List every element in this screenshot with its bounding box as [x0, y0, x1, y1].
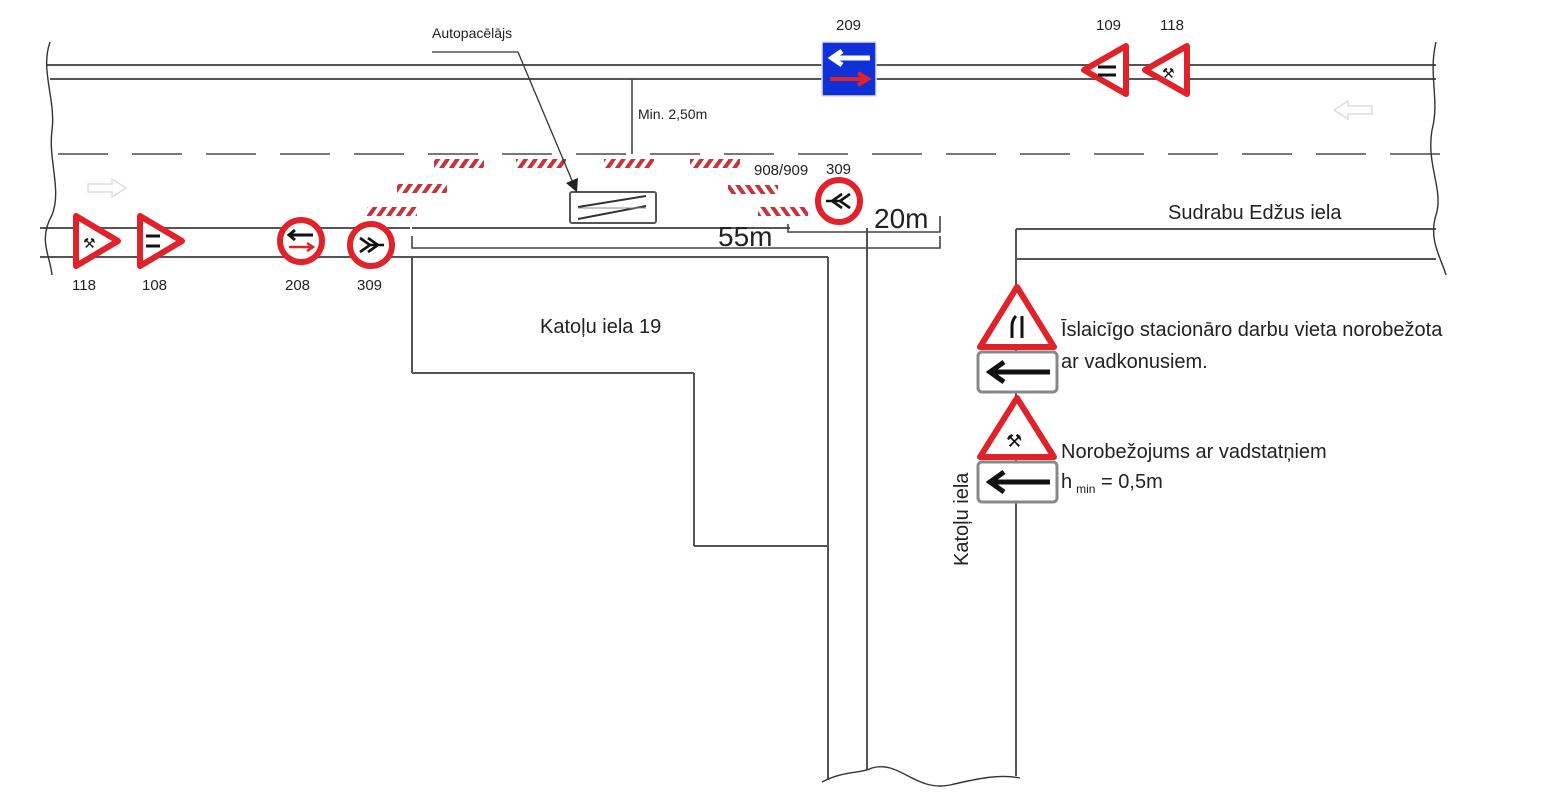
- barrier: [690, 159, 740, 168]
- arrow-left-white: [827, 48, 870, 68]
- barrier-code-label: 908/909: [754, 162, 808, 179]
- arrow-left-icon: [985, 359, 1050, 385]
- sign-code: 109: [1096, 17, 1121, 34]
- narrows-glyph: [1010, 314, 1024, 338]
- direction-arrow-right-icon: [87, 177, 128, 199]
- road-works-glyph: ⚒: [1006, 431, 1022, 452]
- pedestrian-glyph: [826, 192, 851, 210]
- sign-code: 118: [1160, 17, 1184, 34]
- sign-309-left: 309: [347, 221, 395, 294]
- narrows-glyph: [1098, 65, 1116, 77]
- sign-109-right: 109: [1081, 17, 1129, 97]
- crane-leader-line: [432, 51, 578, 193]
- sign-108-left: 108: [137, 213, 185, 294]
- direction-arrow-left-icon: [1332, 99, 1373, 121]
- min-subscript: min: [1076, 482, 1095, 496]
- road-works-icon: [977, 395, 1057, 460]
- narrows-glyph: [146, 234, 160, 248]
- break-line-bottom: [821, 766, 1021, 787]
- street-label-side: Katoļu iela: [951, 472, 973, 566]
- arrow-right-red: [830, 71, 872, 87]
- side-road: [411, 228, 1021, 787]
- crane-arm-icon: [577, 195, 647, 208]
- sign-code: 208: [285, 277, 310, 294]
- road-narrows-icon: [137, 213, 185, 269]
- sign-code: 118: [72, 277, 96, 294]
- barrier: [604, 159, 654, 168]
- priority-oncoming-icon: [277, 217, 325, 265]
- height-value: = 0,5m: [1095, 471, 1162, 493]
- road-narrows-icon: [1081, 43, 1129, 97]
- legend: Īslaicīgo stacionāro darbu vieta norobež…: [976, 284, 1443, 504]
- sign-code: 108: [142, 277, 167, 294]
- barriers: 908/909: [367, 159, 808, 216]
- clearance-label: Min. 2,50m: [638, 106, 707, 122]
- dimension-20m-label: 20m: [874, 203, 928, 234]
- arrow-left-icon: [985, 469, 1050, 495]
- h-symbol: h: [1061, 471, 1072, 493]
- sign-118-right: ⚒ 118: [1142, 17, 1190, 97]
- legend-text-line1: Norobežojums ar vadstatņiem: [1061, 441, 1327, 463]
- road-works-icon: [1142, 43, 1190, 97]
- dimension-55m-label: 55m: [718, 221, 772, 252]
- sign-309-center: 309: [815, 161, 863, 225]
- legend-text-line1: Īslaicīgo stacionāro darbu vieta norobež…: [1061, 318, 1443, 341]
- sign-208: 208: [277, 217, 325, 294]
- sign-118-left: ⚒ 118: [72, 213, 121, 294]
- sign-209: 209: [821, 17, 877, 97]
- break-line-left: [44, 41, 57, 276]
- barrier: [728, 185, 778, 194]
- dimension-55m-line: [411, 236, 941, 249]
- break-line-right: [1430, 41, 1447, 276]
- legend-entry-1: Īslaicīgo stacionāro darbu vieta norobež…: [976, 284, 1443, 394]
- street-label-main: Sudrabu Edžus iela: [1168, 202, 1342, 224]
- sign-code: 309: [357, 277, 382, 294]
- sign-code: 309: [826, 161, 851, 178]
- pedestrian-glyph: [359, 236, 384, 254]
- arrow-left-black: [286, 228, 313, 242]
- sign-code: 209: [836, 17, 861, 34]
- barrier: [434, 159, 484, 168]
- barrier: [367, 207, 417, 216]
- dimensions: 55m 20m Min. 2,50m: [411, 79, 941, 252]
- legend-text-line2: ar vadkonusiem.: [1061, 351, 1208, 373]
- road-works-icon: [73, 213, 121, 269]
- crane: Autopacēlājs: [432, 25, 657, 224]
- building-label: Katoļu iela 19: [540, 316, 661, 338]
- main-road: [40, 41, 1447, 276]
- dimension-20m-line: [787, 216, 941, 233]
- barrier: [397, 184, 447, 193]
- barrier: [758, 207, 808, 216]
- arrow-right-red: [289, 241, 316, 253]
- priority-over-oncoming-icon: [821, 41, 877, 97]
- crane-label: Autopacēlājs: [432, 25, 512, 41]
- road-works-glyph: ⚒: [83, 236, 96, 252]
- barrier: [516, 159, 566, 168]
- road-works-glyph: ⚒: [1162, 66, 1175, 82]
